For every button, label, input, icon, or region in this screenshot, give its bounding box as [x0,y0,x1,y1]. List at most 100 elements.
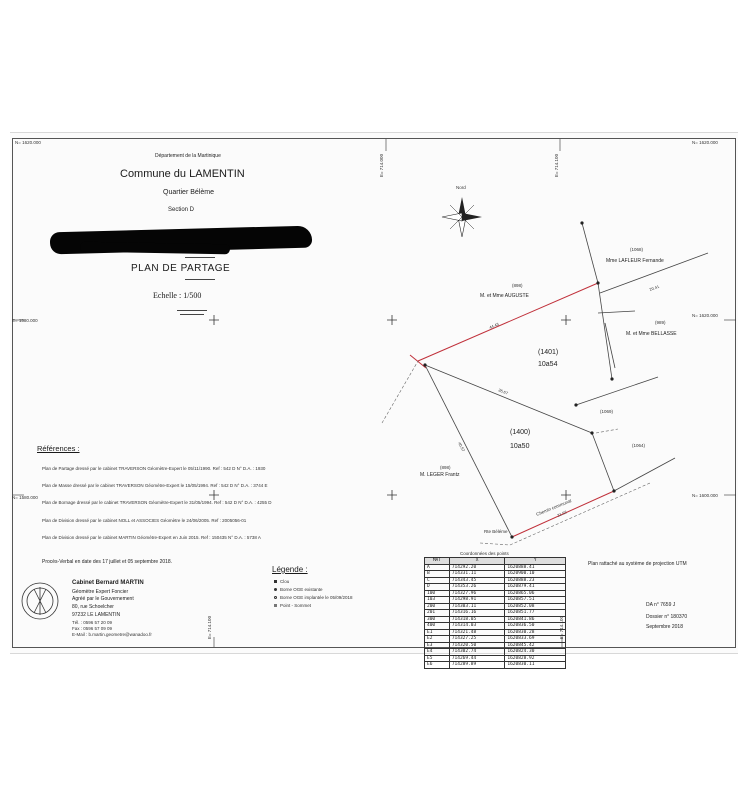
grid-label-left-low: N= 1580.000 [12,495,38,500]
plan-drawing: 44.43 36.67 40.57 20.41 21.52 [13,139,736,647]
table-cell: D [424,583,450,591]
doc-date: Septembre 2018 [646,624,683,630]
table-cell: E1 [424,628,450,636]
table-cell: E5 [424,654,450,662]
plan-title: PLAN DE PARTAGE [131,263,231,274]
svg-text:20.41: 20.41 [649,284,661,292]
parcel-bellasse-name: M. et Mme BELLASSE [626,331,677,337]
legend: Légende : Clou Borne OGE existante Borne… [272,565,402,641]
svg-text:21.52: 21.52 [556,509,568,518]
doc-da: DA n° 7659 J [646,602,676,608]
reference-item: Plan de Masse dressé par le cabinet TRAV… [42,483,268,488]
table-cell: 1620833.69 [504,635,566,643]
doc-dossier: Dossier n° 180370 [646,614,688,620]
legend-title: Légende : [272,565,308,574]
grid-label-right-low: N= 1600.000 [692,493,718,498]
north-label: Nord [456,185,466,190]
legend-item: Clou [280,579,290,584]
legend-item: Borne OGE implantée le 05/09/2018 [280,595,353,600]
scale-label: Echelle : 1/500 [153,291,202,300]
cabinet-line2: Agréé par le Gouvernement [72,596,134,602]
cabinet-line1: Géomètre Expert Foncier [72,589,129,595]
parcel-1401-area: 10a54 [538,361,558,368]
divider [185,279,215,280]
cabinet-fax: Fax : 0596 57 09 09 [72,626,113,631]
table-cell: 100 [424,589,450,597]
divider [180,314,204,315]
cabinet-address: 80, rue Schoelcher [72,604,114,610]
table-cell: 714289.89 [448,661,506,669]
table-cell: 1620830.11 [504,661,566,669]
grid-label-vert-top-1: E= 714.000 [379,153,385,178]
table-cell: 400 [424,622,450,630]
parcel-1400-ref: (1400) [510,429,531,436]
commune-title: Commune du LAMENTIN [120,168,245,180]
svg-text:40.57: 40.57 [457,441,466,453]
grid-label-top-left: N= 1620.000 [15,140,41,145]
grid-label-vert-bot-1: E= 714.100 [207,615,213,640]
legend-item: Point - Sommet [280,603,312,608]
table-cell: 1620865.06 [504,589,566,597]
road-label-2: Rte Béléme [484,529,508,534]
table-cell: E6 [424,661,450,669]
parcel-auguste-ref: (898) [512,283,523,288]
table-cell: 1620845.42 [504,641,566,649]
parcel-auguste-name: M. et Mme AUGUSTE [480,293,529,299]
legend-item: Borne OGE existante [280,587,323,592]
grid-label-left-mid: E= 1580.000 [12,318,38,323]
reference-item: Plan de Partage dressé par le cabinet TR… [42,466,266,471]
table-header-cell: MAT [424,557,450,565]
quartier-label: Quartier Bélème [163,189,214,196]
parcel-1064: (1064) [632,443,646,448]
cabinet-name: Cabinet Bernard MARTIN [72,580,144,586]
svg-text:44.43: 44.43 [488,321,500,330]
table-cell: 1620888.41 [504,563,566,571]
cabinet-logo [21,582,59,620]
parcel-lafleur-ref: (1068) [630,247,644,252]
point-sommet-icon [274,604,277,607]
north-arrow-icon [441,197,482,238]
borne-existante-icon [274,588,277,591]
parcel-lafleur-name: Mme LAFLEUR Fernande [606,258,664,264]
svg-text:36.67: 36.67 [498,387,510,396]
table-cell: 1620879.41 [504,583,566,591]
reference-item: Plan de Bornage dressé par le cabinet TR… [42,500,272,505]
table-cell: E2 [424,635,450,643]
table-cell: 1620851.77 [504,609,566,617]
references-title: Références : [37,444,80,453]
table-cell: E4 [424,648,450,656]
divider [185,257,215,258]
parcel-1401-ref: (1401) [538,349,559,356]
projection-note: Plan rattaché au système de projection U… [588,561,687,567]
table-header-row: MAT X Y [424,557,566,565]
plan-sheet: 44.43 36.67 40.57 20.41 21.52 N= 1620.00… [10,132,738,669]
parcel-1069: (1069) [600,409,614,414]
table-cell: 1620828.92 [504,654,566,662]
cabinet-email: E-Mail : b.martin.geometre@wanadoo.fr [72,632,152,637]
table-cell: E3 [424,641,450,649]
table-cell: 1620824.30 [504,648,566,656]
table-cell: 200 [424,602,450,610]
coord-table-caption: Coordonnées des points [460,551,509,556]
table-header-cell: Y [504,557,566,565]
table-cell: 1620888.23 [504,576,566,584]
grid-label-vert-top-2: E= 714.100 [554,153,560,178]
table-cell: A [424,563,450,571]
table-cell: 103 [424,596,450,604]
reference-item: Plan de Division dressé par le cabinet M… [42,535,261,540]
table-cell: 1620836.50 [504,622,566,630]
table-cell: 1620857.51 [504,596,566,604]
parcel-bellasse-ref: (989) [655,320,666,325]
